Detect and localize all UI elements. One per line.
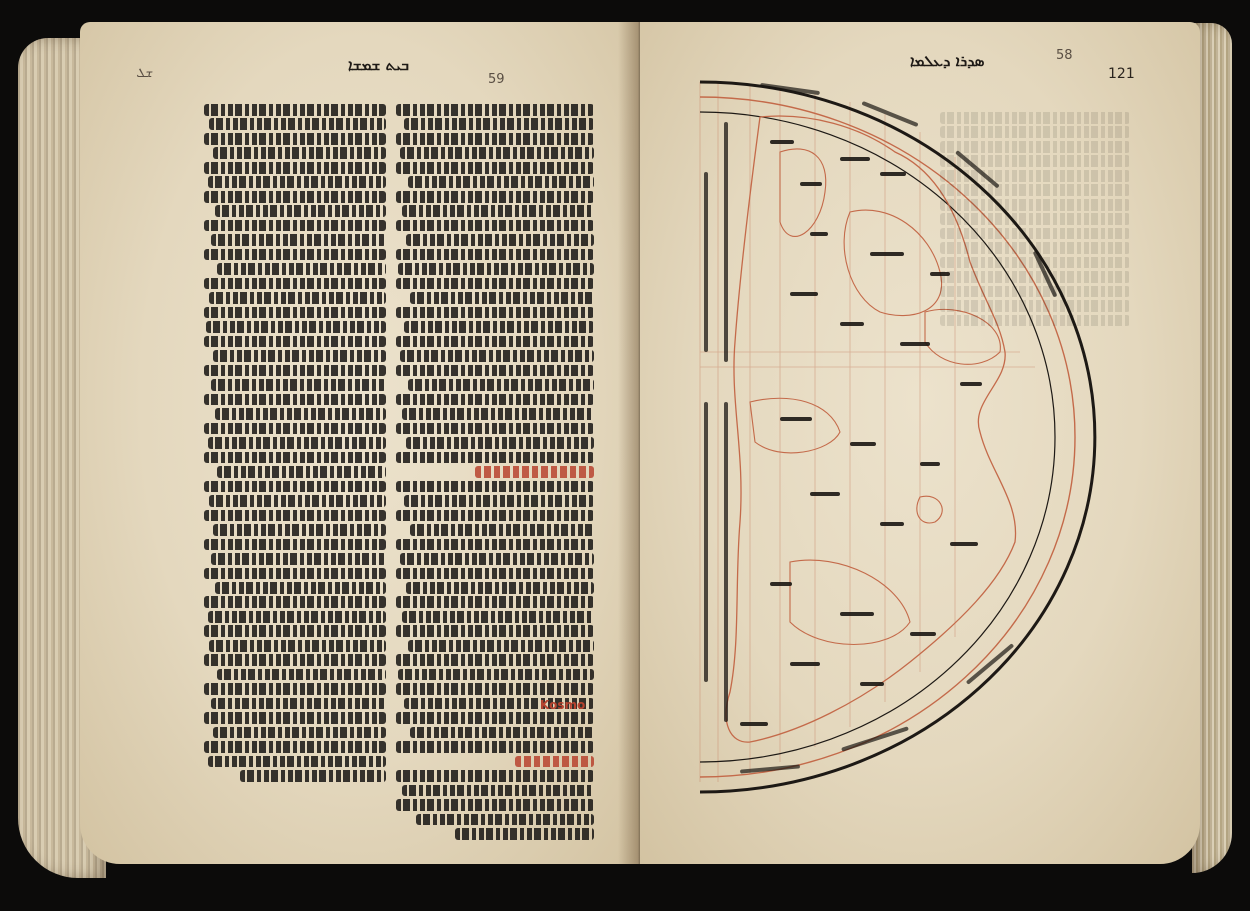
right-running-head: ܣܕܪܐ ܕܥܠܡܐ (910, 52, 985, 70)
right-folio-number: 121 (1108, 66, 1135, 82)
world-map-drawing (699, 80, 1097, 794)
left-corner-mark: ܫܠ (136, 66, 153, 81)
left-rubric-label: Kosmo (540, 698, 586, 712)
left-page: ܫܠ 59 ܒܝܬ ܫܡܫܐ Kosmo (80, 22, 640, 864)
left-folio-center: 59 (488, 72, 505, 87)
left-running-head: ܒܝܬ ܫܡܫܐ (348, 56, 409, 74)
open-manuscript: ܫܠ 59 ܒܝܬ ܫܡܫܐ Kosmo (18, 18, 1232, 893)
right-page-show-through (940, 112, 1130, 329)
left-page-column-inner (396, 104, 594, 843)
left-page-column-outer (204, 104, 386, 785)
right-page: ܣܕܪܐ ܕܥܠܡܐ 58 121 (640, 22, 1200, 864)
right-folio-center: 58 (1056, 48, 1073, 63)
